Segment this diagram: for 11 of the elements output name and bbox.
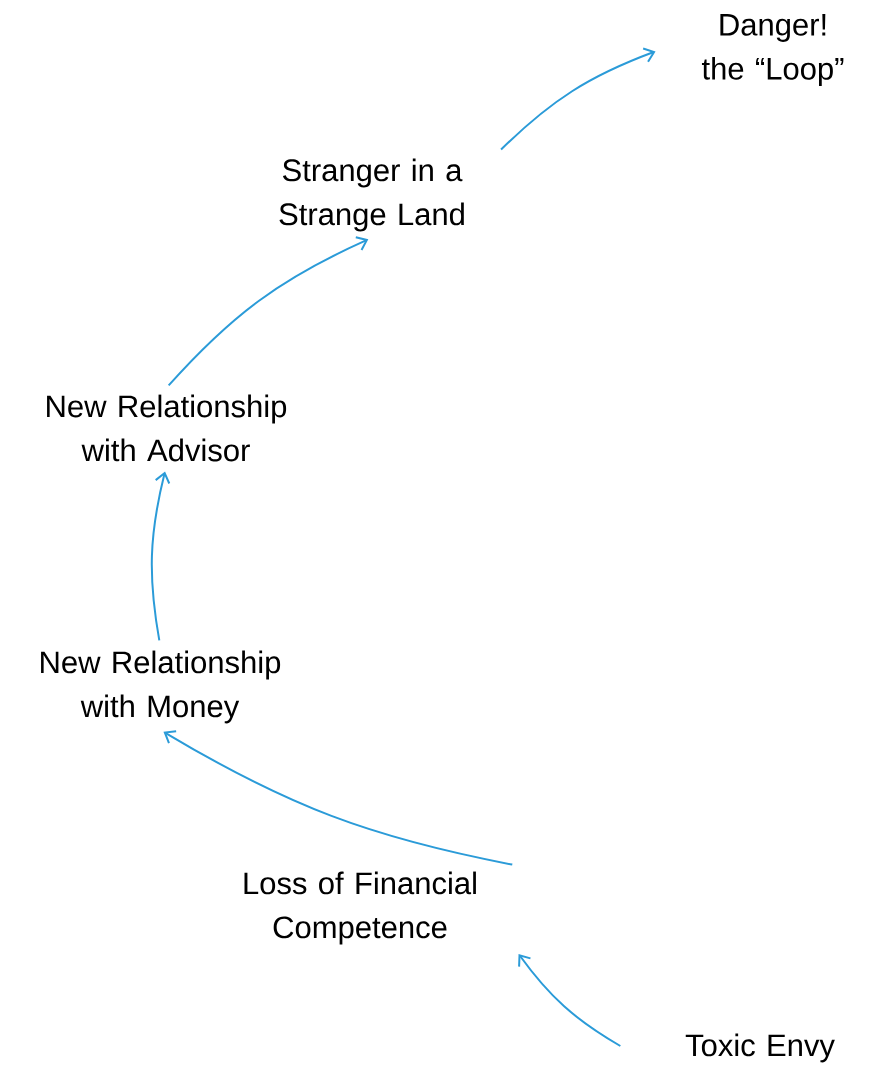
step-label: Danger! the “Loop” <box>701 14 844 86</box>
step-label: Stranger in a Strange Land <box>279 158 464 232</box>
arrow <box>150 471 171 642</box>
arrow <box>167 236 369 387</box>
arrow <box>518 953 622 1047</box>
step-label: Toxic Envy <box>685 1033 835 1063</box>
step-label: New Relationship with Advisor <box>47 394 287 462</box>
arrow <box>163 730 514 866</box>
arrow <box>500 47 656 151</box>
step-label: Loss of Financial Competence <box>244 871 476 945</box>
step-label: New Relationship with Money <box>41 650 281 724</box>
